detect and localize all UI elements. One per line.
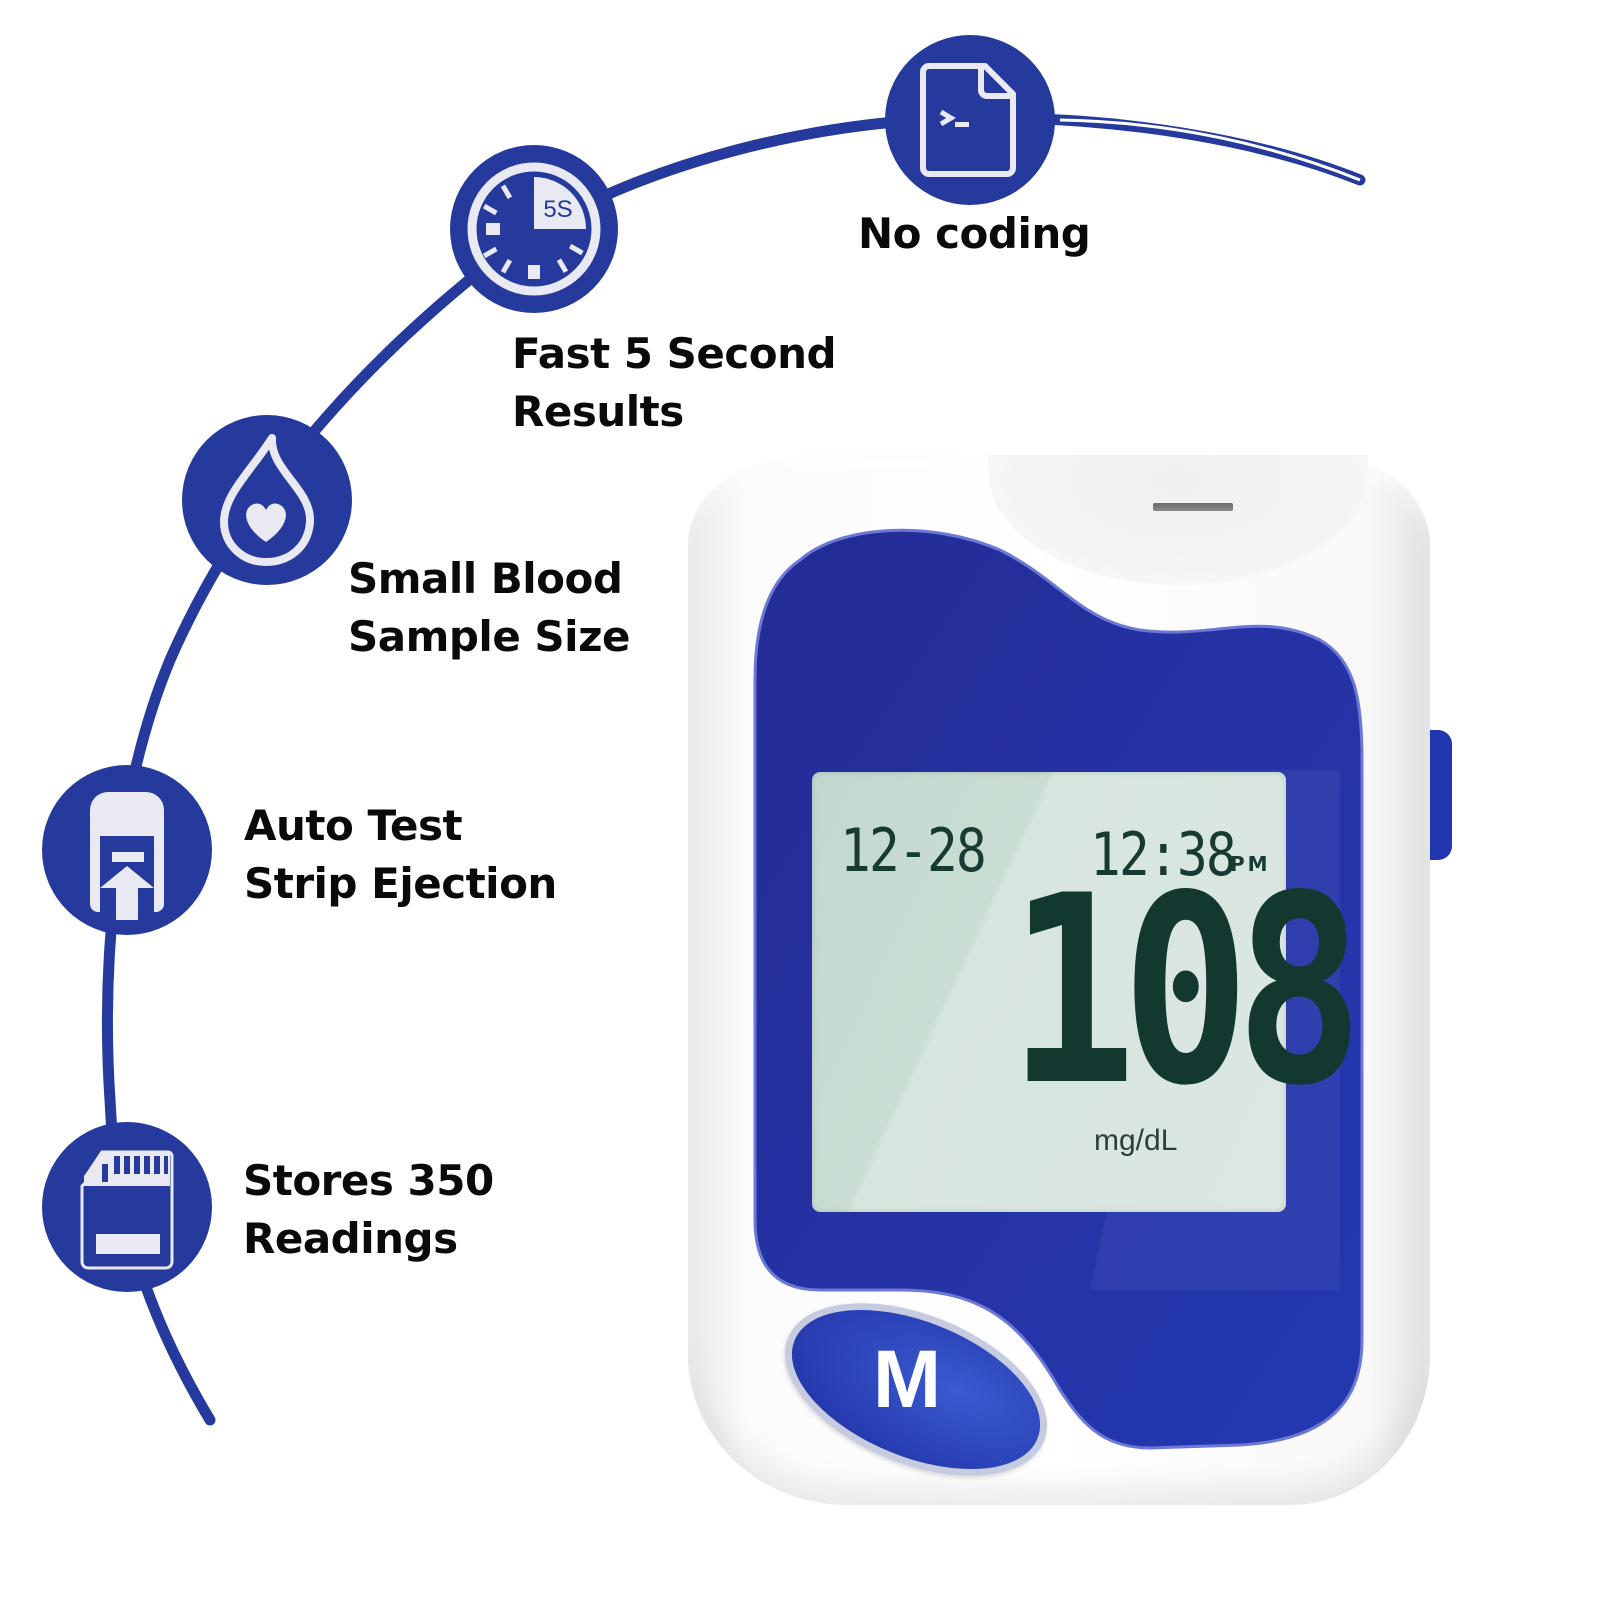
- feature-label-fast-results: Fast 5 Second Results: [512, 329, 837, 436]
- lcd-ampm: PM: [1230, 852, 1271, 876]
- reading-unit: mg/dL: [1094, 1124, 1178, 1157]
- lcd-display: 12-28 12:38 PM 108 mg/dL: [812, 772, 1364, 1212]
- feature-icon-strip-ejection: [42, 765, 212, 935]
- side-button[interactable]: [1430, 730, 1452, 860]
- svg-text:5S: 5S: [543, 196, 572, 223]
- feature-label-stores-readings: Stores 350 Readings: [243, 1156, 494, 1263]
- terminal-file-icon: [920, 63, 1016, 177]
- feature-icon-small-blood: [182, 415, 352, 585]
- feature-icon-fast-results: 5S: [450, 145, 618, 313]
- glucose-reading: 108: [1008, 841, 1364, 1143]
- feature-icon-stores-readings: [42, 1122, 212, 1292]
- lcd-time: 12:38: [1090, 820, 1237, 890]
- memory-button-label: M: [872, 1334, 942, 1425]
- feature-label-small-blood: Small Blood Sample Size: [348, 554, 631, 661]
- test-strip-slot[interactable]: [1153, 503, 1233, 511]
- feature-icon-no-coding: [885, 35, 1055, 205]
- feature-label-strip-ejection: Auto Test Strip Ejection: [244, 801, 557, 908]
- timer-5s-icon: 5S: [467, 162, 601, 296]
- lcd-date: 12-28: [840, 816, 987, 886]
- feature-label-no-coding: No coding: [858, 209, 1091, 258]
- blood-drop-heart-icon: [220, 434, 314, 566]
- strip-eject-icon: [90, 792, 164, 920]
- memory-card-icon: [80, 1150, 174, 1270]
